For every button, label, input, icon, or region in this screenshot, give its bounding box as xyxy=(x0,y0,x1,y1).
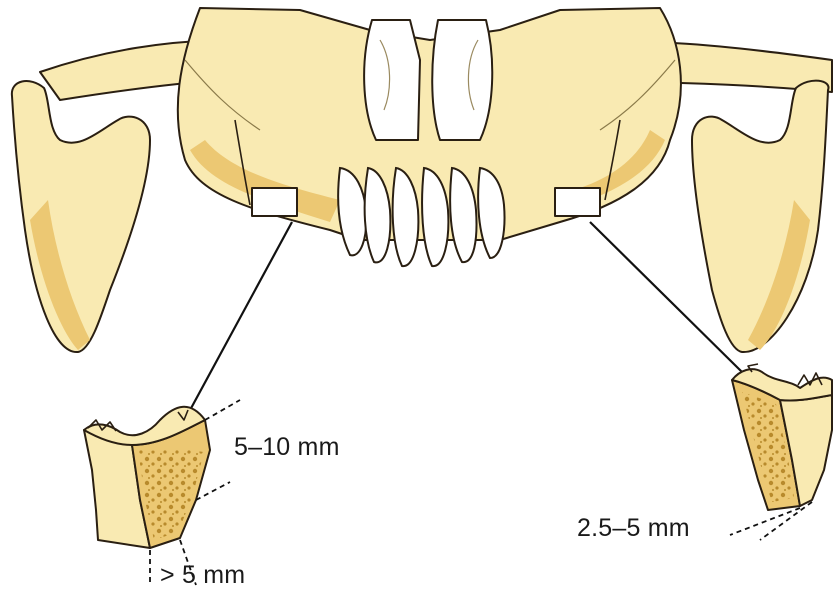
right-block-width-label: 2.5–5 mm xyxy=(577,514,690,543)
left-graft-site xyxy=(252,188,297,216)
left-bone-block xyxy=(84,407,210,548)
left-block-width-label: > 5 mm xyxy=(160,561,245,590)
right-mandible-ramus xyxy=(692,81,828,352)
dimension-lines xyxy=(150,400,812,585)
left-block-height-label: 5–10 mm xyxy=(234,433,340,462)
right-graft-site xyxy=(555,188,600,216)
nasal-aperture xyxy=(364,20,420,140)
right-bone-block xyxy=(732,364,832,510)
dim-right xyxy=(730,508,800,535)
left-mandible-ramus xyxy=(12,81,150,352)
dim-left-top xyxy=(205,400,240,420)
leader-line-left xyxy=(189,222,292,412)
